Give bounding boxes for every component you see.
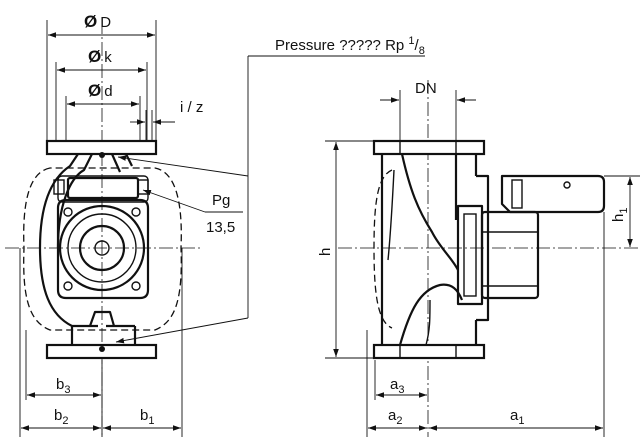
side-motor-flange-inner [463, 213, 477, 297]
side-inner-line [387, 169, 431, 346]
pg-leader [142, 189, 206, 213]
side-terminal-screw [563, 181, 571, 189]
side-motor [480, 210, 540, 300]
pg-label: Pg [212, 192, 230, 209]
cable-gland-right [137, 179, 149, 195]
motor-middle-ring [67, 213, 137, 283]
terminal-box-lid [66, 176, 140, 200]
pressure-leader-top [117, 155, 249, 177]
motor-shaft-cap [94, 240, 110, 256]
bolt-top-left [63, 207, 73, 217]
pump-housing-outline [23, 167, 182, 331]
cable-gland-left [53, 179, 65, 195]
a2-label: a2 [388, 407, 402, 427]
a1-label: a1 [510, 407, 524, 427]
side-terminal-lid [511, 179, 523, 209]
pg-size-label: 13,5 [206, 219, 235, 236]
motor-plate [56, 198, 150, 300]
side-volute-curve [398, 153, 464, 346]
motor-inner-ring [78, 224, 126, 272]
dn-label: DN [415, 80, 437, 97]
b1-label: b1 [140, 407, 154, 427]
pressure-tap-top [99, 152, 105, 158]
bolt-bottom-left [63, 281, 73, 291]
bolt-top-right [131, 207, 141, 217]
side-motor-flange [456, 204, 484, 306]
motor-outer-ring [58, 204, 146, 292]
a3-label: a3 [390, 376, 404, 396]
b3-label: b3 [56, 376, 70, 396]
b2-label: b2 [54, 407, 68, 427]
volute-body [38, 153, 137, 345]
side-view: DN h h1 a3 a2 a1 [317, 80, 640, 437]
side-bottom-flange [372, 343, 486, 360]
pressure-tap-bottom [99, 346, 105, 352]
lower-neck [88, 310, 116, 327]
h-label: h [317, 248, 334, 256]
side-pump-body [380, 154, 490, 345]
side-terminal-box [500, 174, 606, 214]
side-top-flange [372, 139, 486, 156]
h1-label: h1 [610, 208, 630, 222]
pressure-label: Pressure ????? Rp 1/8 [275, 35, 425, 57]
bolt-bottom-right [131, 281, 141, 291]
i-z-label: i / z [180, 99, 203, 116]
